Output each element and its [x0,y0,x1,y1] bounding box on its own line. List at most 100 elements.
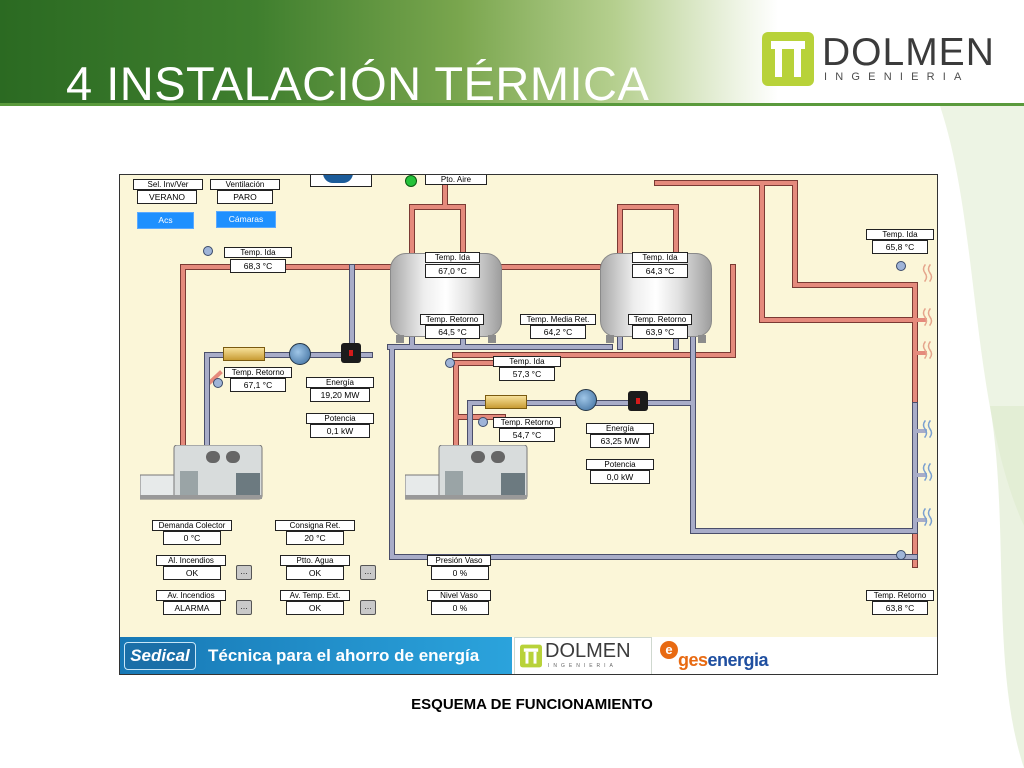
pto-agua-label: Ptto. Agua [280,555,350,566]
potencia1-label: Potencia [306,413,374,424]
consigna-value[interactable]: 20 °C [286,531,344,545]
sel-inv-ver-value[interactable]: VERANO [137,190,197,204]
av-incendios-label: Av. Incendios [156,590,226,601]
temp-sensor-icon [445,358,455,368]
presion-vaso-label: Presión Vaso [427,555,491,566]
nivel-vaso-value: 0 % [431,601,489,615]
ventilacion-label: Ventilación [210,179,280,190]
sedical-logo: Sedical [124,642,196,670]
retorno-right-label: Temp. Retorno [866,590,934,601]
retorno-boiler1-label: Temp. Retorno [224,367,292,378]
gauge-icon [310,175,372,187]
ida-right-value: 65,8 °C [872,240,928,254]
ida-tank1-value: 67,0 °C [425,264,480,278]
pto-agua-reset-button[interactable]: ... [360,565,376,580]
nivel-vaso-label: Nivel Vaso [427,590,491,601]
retorno-tank2-label: Temp. Retorno [628,314,692,325]
ida-right-label: Temp. Ida [866,229,934,240]
circulator-icon [628,391,648,411]
av-temp-ext-reset-button[interactable]: ... [360,600,376,615]
sponsor-banner: Sedical Técnica para el ahorro de energí… [120,637,937,674]
potencia2-value: 0,0 kW [590,470,650,484]
status-led-icon [405,175,417,187]
demanda-value: 0 °C [163,531,221,545]
logo-subtitle: INGENIERIA [824,71,970,83]
tank-foot [396,335,404,343]
ida-boiler2-value: 57,3 °C [499,367,555,381]
sel-inv-ver-label: Sel. Inv/Ver [133,179,203,190]
scada-panel: Sel. Inv/Ver VERANO Ventilación PARO Acs… [119,174,938,675]
figure-caption: ESQUEMA DE FUNCIONAMIENTO [411,696,653,713]
ida-tank2-label: Temp. Ida [632,252,688,263]
pipe-network [180,175,933,568]
tank-foot [488,335,496,343]
camaras-button[interactable]: Cámaras [216,211,276,228]
ida-tank2-value: 64,3 °C [632,264,688,278]
dolmen-mark-icon [520,644,542,668]
gesenergia-mark-icon: e [660,641,678,659]
slide-header-band [0,0,1024,104]
gesenergia-logo: e gesenergia [660,641,790,671]
av-temp-ext-label: Av. Temp. Ext. [280,590,350,601]
al-incendios-label: Al. Incendios [156,555,226,566]
pump-icon [575,389,597,411]
mixing-valve-icon [485,395,527,409]
potencia2-label: Potencia [586,459,654,470]
av-incendios-value: ALARMA [163,601,221,615]
av-temp-ext-value: OK [286,601,344,615]
retorno-boiler2-label: Temp. Retorno [493,417,561,428]
presion-vaso-value: 0 % [431,566,489,580]
temp-sensor-icon [203,246,213,256]
al-incendios-value: OK [163,566,221,580]
consigna-label: Consigna Ret. [275,520,355,531]
ida-tank1-label: Temp. Ida [425,252,480,263]
gesenergia-suffix: energia [707,650,769,670]
al-incendios-reset-button[interactable]: ... [236,565,252,580]
tank-foot [606,335,614,343]
retorno-right-value: 63,8 °C [872,601,928,615]
media-ret-value: 64,2 °C [530,325,586,339]
pto-agua-value: OK [286,566,344,580]
demanda-label: Demanda Colector [152,520,232,531]
dolmen-logo: DOLMEN INGENIERIA [762,30,1012,90]
temp-sensor-icon [478,417,488,427]
retorno-tank2-value: 63,9 °C [632,325,688,339]
retorno-tank1-label: Temp. Retorno [420,314,484,325]
boiler-icon [405,445,528,500]
ventilacion-value[interactable]: PARO [217,190,273,204]
media-ret-label: Temp. Media Ret. [520,314,596,325]
retorno-boiler1-value: 67,1 °C [230,378,286,392]
av-incendios-reset-button[interactable]: ... [236,600,252,615]
banner-dolmen-sub: INGENIERIA [548,663,617,669]
banner-tagline: Técnica para el ahorro de energía [208,646,480,665]
circulator-icon [341,343,361,363]
energia2-value: 63,25 MW [590,434,650,448]
pump-icon [289,343,311,365]
gesenergia-prefix: ges [678,650,708,670]
ida-boiler1-label: Temp. Ida [224,247,292,258]
sedical-banner: Sedical Técnica para el ahorro de energí… [120,637,512,674]
banner-dolmen-logo: DOLMEN INGENIERIA [514,637,652,674]
pto-aire-label: Pto. Aire [425,175,487,185]
temp-sensor-icon [213,378,223,388]
energia2-label: Energía [586,423,654,434]
dolmen-mark-icon [762,32,814,86]
energia1-label: Energía [306,377,374,388]
temp-sensor-icon [896,261,906,271]
retorno-boiler2-value: 54,7 °C [499,428,555,442]
temp-sensor-icon [896,550,906,560]
logo-name: DOLMEN [822,31,995,74]
acs-button[interactable]: Acs [137,212,194,229]
potencia1-value: 0,1 kW [310,424,370,438]
banner-dolmen-name: DOLMEN [545,640,631,662]
ida-boiler1-value: 68,3 °C [230,259,286,273]
slide-title: 4 INSTALACIÓN TÉRMICA [66,57,650,110]
boiler-icon [140,445,263,500]
ida-boiler2-label: Temp. Ida [493,356,561,367]
gesenergia-wordmark: gesenergia [678,650,769,671]
energia1-value: 19,20 MW [310,388,370,402]
retorno-tank1-value: 64,5 °C [425,325,480,339]
header-divider [0,103,1024,106]
mixing-valve-icon [223,347,265,361]
tank-foot [698,335,706,343]
